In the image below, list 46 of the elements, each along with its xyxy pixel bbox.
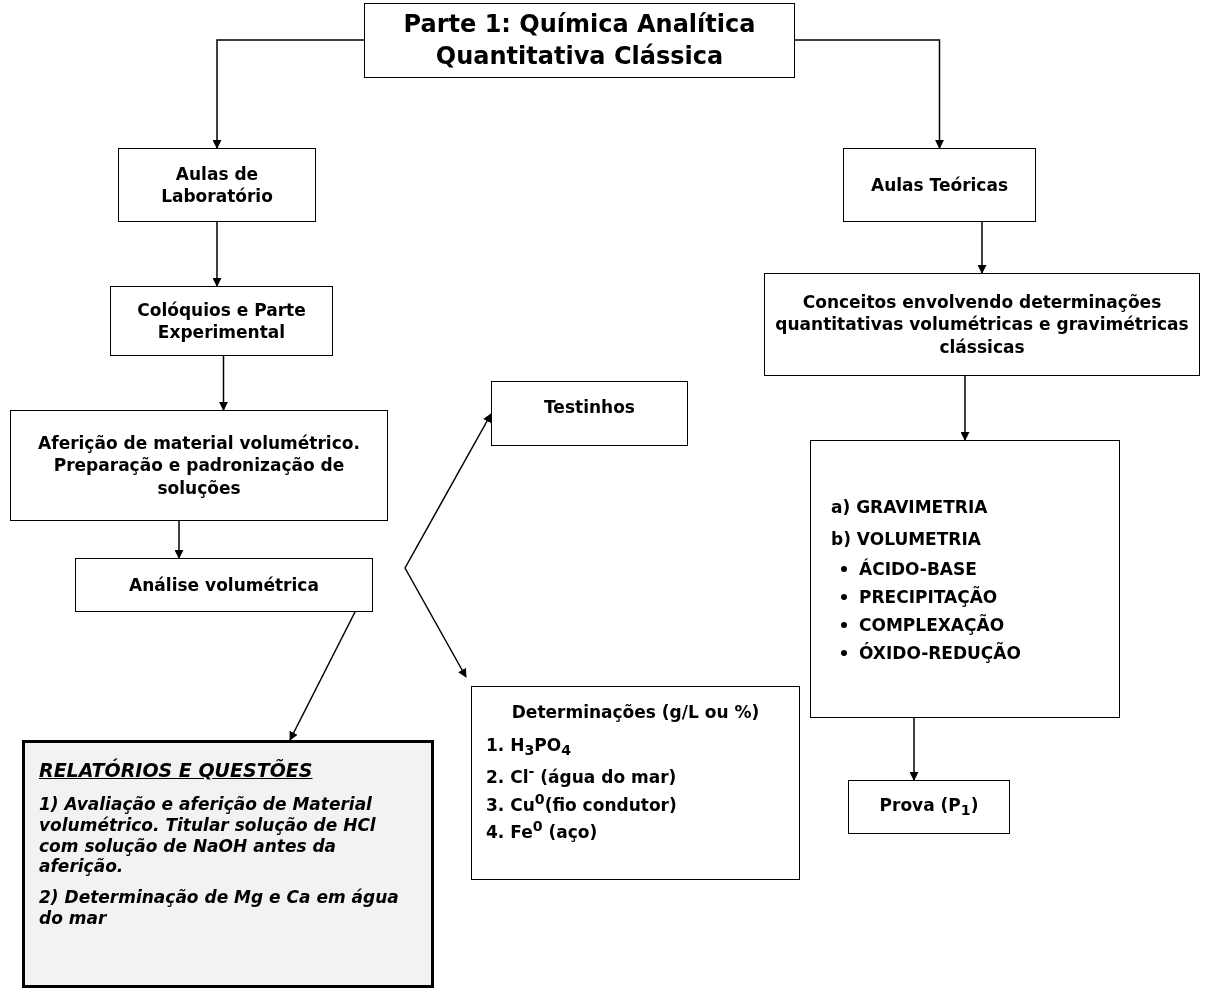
box-label: Colóquios e Parte Experimental <box>136 298 307 344</box>
list-item: 3. Cu$^{0}$(fio condutor) <box>486 789 677 816</box>
process-box <box>843 148 1036 222</box>
arrow <box>960 375 970 441</box>
arrow <box>219 355 228 411</box>
arrow <box>212 39 365 149</box>
process-box <box>364 3 795 78</box>
arrow <box>404 413 492 569</box>
panel-heading: RELATÓRIOS E QUESTÕES <box>39 759 313 783</box>
box-label: Aulas de Laboratório <box>160 162 274 208</box>
process-box <box>10 410 388 521</box>
box-label: Testinhos <box>544 396 635 419</box>
process-box <box>471 686 800 880</box>
list-item: ÓXIDO-REDUÇÃO <box>859 642 1021 665</box>
box-label: Conceitos envolvendo determinações quantitativas volumétricas e gravimétricas clássicas <box>774 291 1190 358</box>
list-item: COMPLEXAÇÃO <box>859 614 1005 637</box>
arrow <box>174 520 184 559</box>
list-item: a) GRAVIMETRIA <box>831 495 988 518</box>
process-box <box>75 558 373 612</box>
list-item: 2. Cl$^{-}$ (água do mar) <box>486 761 677 788</box>
process-box <box>764 273 1200 376</box>
report-item: 1) Avaliação e aferição de Material volumétrico. Titular solução de HCl com solução de NaOH antes da aferição. <box>39 794 377 878</box>
list-item: PRECIPITAÇÃO <box>859 586 998 609</box>
box-label: Análise volumétrica <box>129 573 319 597</box>
list-item: 1. H$_{3}$PO$_{4}$ <box>486 734 572 760</box>
process-box <box>848 780 1010 834</box>
box-label: Prova (P$_{1}$) <box>879 794 979 820</box>
report-panel <box>22 740 434 988</box>
list-item: 4. Fe$^{0}$ (aço) <box>486 817 598 844</box>
arrow <box>909 717 919 781</box>
process-box <box>491 381 688 446</box>
arrow <box>977 221 987 274</box>
arrow <box>404 567 467 678</box>
list-item: ÁCIDO-BASE <box>859 557 977 580</box>
box-label: Aferição de material volumétrico. Preparação e padronização de soluções <box>37 432 361 499</box>
list-item: b) VOLUMETRIA <box>831 527 981 550</box>
report-item: 2) Determinação de Mg e Ca em água do mar <box>39 887 400 929</box>
process-box <box>810 440 1120 718</box>
box-heading: Determinações (g/L ou %) <box>511 701 760 724</box>
process-box <box>118 148 316 222</box>
arrow <box>794 39 944 149</box>
box-label: Aulas Teóricas <box>871 173 1008 197</box>
box-label: Parte 1: Química Analítica Quantitativa Clássica <box>402 9 757 72</box>
arrow <box>289 611 356 741</box>
arrow <box>212 221 222 287</box>
process-box <box>110 286 333 356</box>
